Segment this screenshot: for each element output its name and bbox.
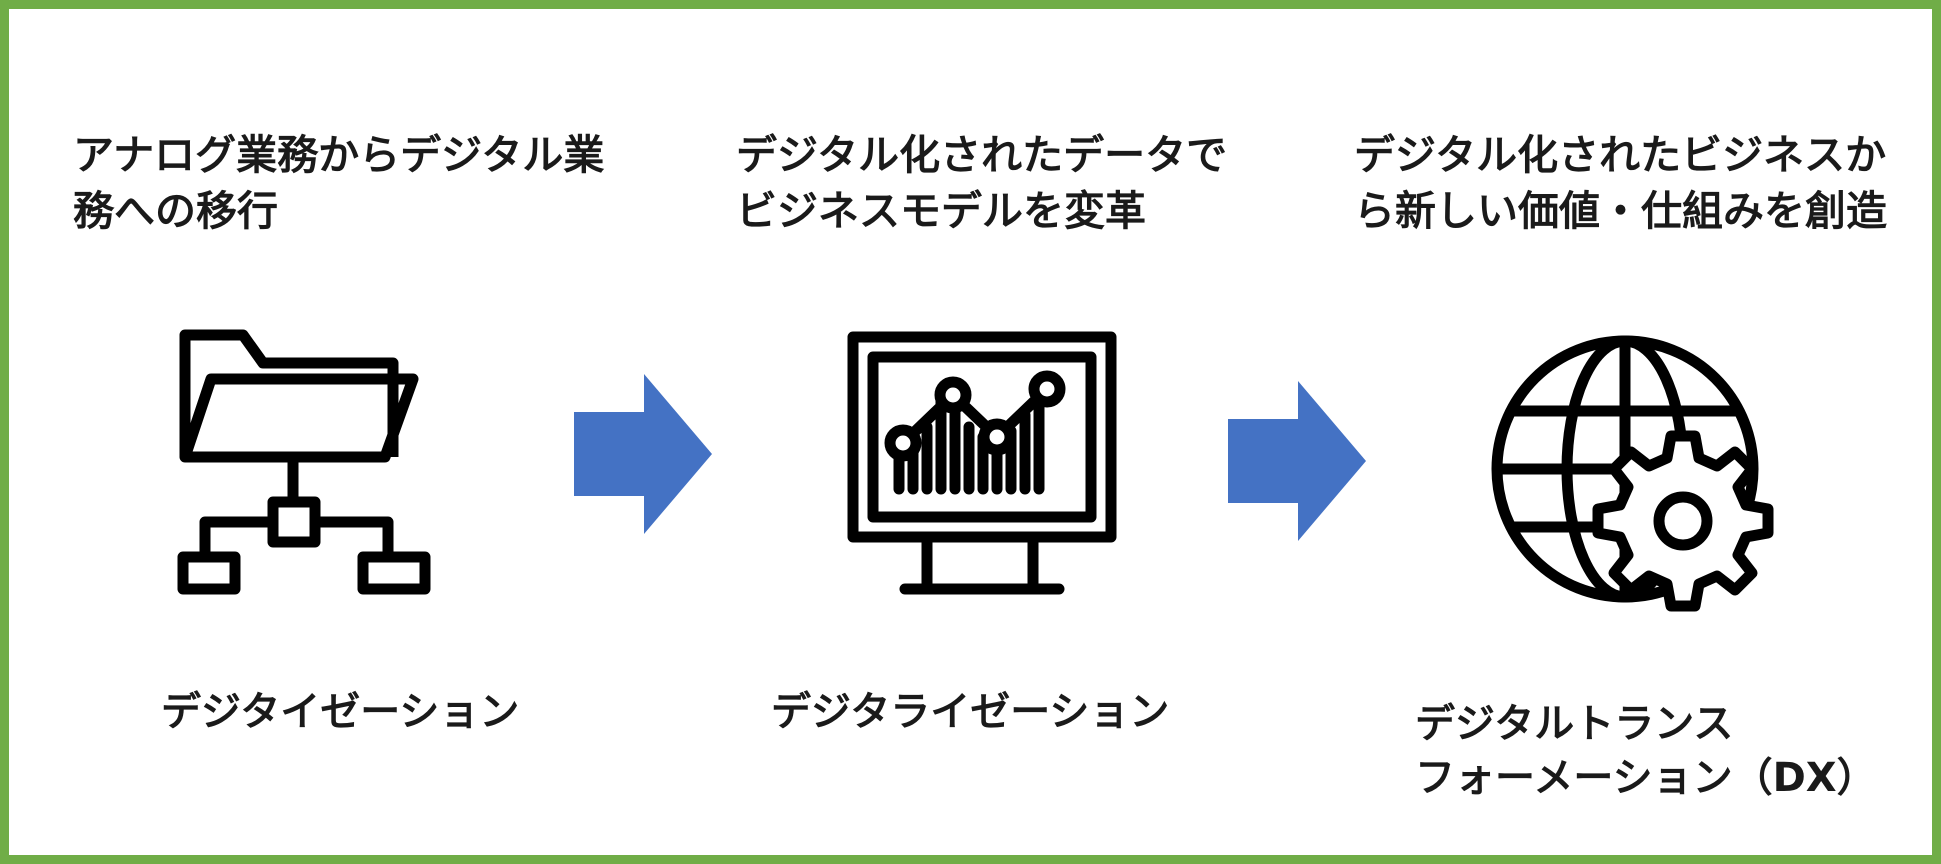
- stage-3-label: デジタルトランス フォーメーション（DX）: [1415, 701, 1877, 801]
- stage-1-label: デジタイゼーション: [161, 689, 520, 735]
- stage-1-description: アナログ業務からデジタル業務への移行: [73, 131, 605, 235]
- arrow-right-2: [1228, 381, 1366, 541]
- globe-gear-icon: [1491, 335, 1774, 612]
- folder-network-icon: [177, 329, 431, 595]
- arrow-right-1: [574, 374, 712, 534]
- stage-3-description: デジタル化されたビジネスから新しい価値・仕組みを創造: [1354, 131, 1887, 235]
- monitor-chart-icon: [847, 331, 1117, 595]
- stage-2-label: デジタライゼーション: [771, 689, 1170, 735]
- stage-2-description: デジタル化されたデータでビジネスモデルを変革: [736, 131, 1228, 235]
